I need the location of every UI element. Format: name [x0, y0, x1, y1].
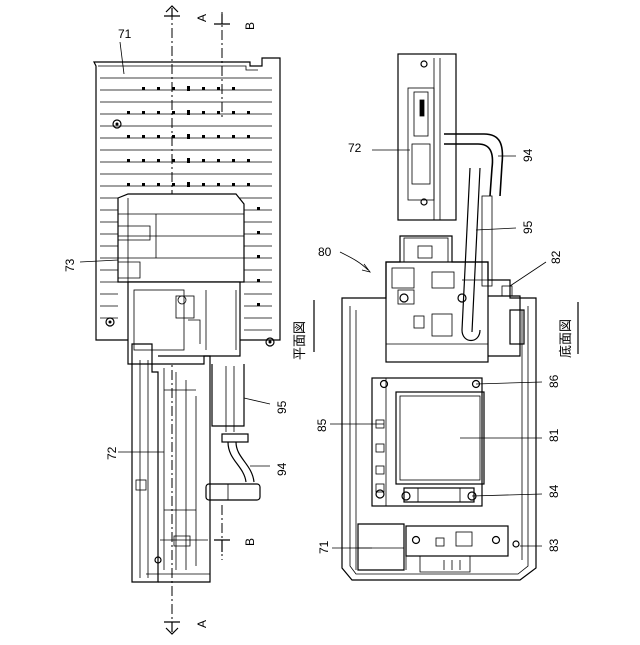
screw-84-left: [402, 492, 410, 500]
view-label-plan: 平面図: [292, 321, 307, 360]
section-label-a-top: A: [195, 14, 209, 22]
ref-86: 86: [547, 374, 561, 388]
ref-72-plan: 72: [105, 446, 119, 460]
plate-71-bottom-view: [358, 524, 404, 570]
ref-94-bottom: 94: [521, 148, 535, 162]
board-85: [372, 378, 482, 506]
section-arrow-b-top: [214, 14, 230, 24]
ref-95-plan: 95: [275, 400, 289, 414]
ref-71-bottom: 71: [317, 540, 331, 554]
leader-82: [510, 262, 546, 286]
cable-95-channel: [212, 364, 244, 426]
screw-83-edge: [513, 541, 519, 547]
rail-72-bottom-details: [408, 58, 440, 220]
cable-guide: [482, 196, 492, 286]
fitting-86-left: [381, 381, 388, 388]
plate-71-inner-edge: [98, 66, 258, 70]
rail-72-bottom-screw: [421, 61, 427, 67]
ref-71-plan: 71: [118, 27, 132, 41]
leader-80: [340, 252, 368, 270]
screw-83-left: [413, 537, 420, 544]
ref-85: 85: [315, 418, 329, 432]
cable-clamp: [222, 434, 248, 442]
housing-inner: [350, 306, 528, 574]
section-arrow-b-bottom: [214, 540, 230, 552]
section-label-b-bottom: B: [243, 538, 257, 546]
module-83-details: [406, 532, 472, 572]
plan-view: 71 73 72 95 94 A A B B: [63, 6, 289, 634]
section-label-b-top: B: [243, 22, 257, 30]
bottom-view: 72 94 95 80 82 86 81 84 83 85 71: [315, 54, 563, 580]
leader-73: [80, 260, 118, 262]
connector-94: [206, 484, 260, 500]
rail-72-bottom-view: [398, 54, 456, 220]
screw-85: [376, 490, 384, 498]
ref-83: 83: [547, 538, 561, 552]
bracket-82: [488, 296, 520, 356]
leader-71-plan: [120, 42, 124, 74]
cable-95-bottom: [462, 168, 480, 332]
connector-84: [404, 488, 474, 502]
ref-81: 81: [547, 428, 561, 442]
section-label-a-bottom: A: [195, 620, 209, 628]
leader-86: [476, 382, 542, 384]
cable-94-bottom-inner: [444, 144, 492, 196]
ref-94-plan: 94: [275, 462, 289, 476]
board-85-components: [376, 420, 384, 492]
cable-95-strands: [226, 366, 234, 432]
rail-72-details: [136, 360, 210, 578]
section-arrow-a-top: [164, 6, 180, 16]
rail-72-left: [132, 344, 158, 582]
ref-95-bottom: 95: [521, 220, 535, 234]
ref-72-bottom: 72: [348, 141, 362, 155]
board-screw-1: [400, 294, 408, 302]
ref-82: 82: [549, 250, 563, 264]
cable-94: [228, 442, 254, 482]
ref-84: 84: [547, 484, 561, 498]
ref-73: 73: [63, 258, 77, 272]
cable-95-bottom-bend: [462, 330, 480, 341]
board-screw-2: [458, 294, 466, 302]
section-arrow-a-bottom: [164, 622, 180, 634]
cover-73: [118, 194, 244, 282]
ref-80: 80: [318, 245, 332, 259]
view-label-bottom: 底面図: [558, 319, 573, 358]
leader-95-plan: [244, 398, 270, 404]
screw-83-right: [493, 537, 500, 544]
